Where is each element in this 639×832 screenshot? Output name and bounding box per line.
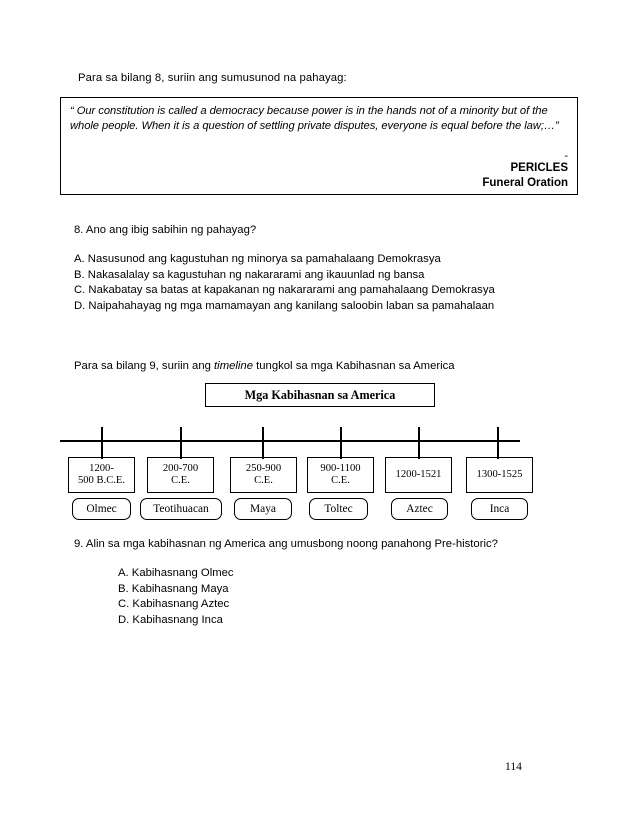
timeline-date-box-2: 200-700 C.E. — [147, 457, 214, 493]
question-9-choices: A. Kabihasnang Olmec B. Kabihasnang Maya… — [118, 566, 234, 628]
item9-intro-text: Para sa bilang 9, suriin ang timeline tu… — [74, 360, 455, 372]
timeline-date-6-line1: 1300-1525 — [476, 468, 523, 480]
timeline-date-box-5: 1200-1521 — [385, 457, 452, 493]
question-8-choice-a[interactable]: A. Nasusunod ang kagustuhan ng minorya s… — [74, 253, 441, 265]
question-8-choice-c[interactable]: C. Nakabatay sa batas at kapakanan ng na… — [74, 284, 495, 296]
timeline-name-box-toltec: Toltec — [309, 498, 368, 520]
timeline-date-box-4: 900-1100 C.E. — [307, 457, 374, 493]
timeline-diagram: Mga Kabihasnan sa America 1200- 500 B.C.… — [0, 380, 639, 530]
timeline-date-2-line2: C.E. — [171, 475, 190, 486]
question-9-choice-a[interactable]: A. Kabihasnang Olmec — [118, 567, 234, 579]
timeline-tick-3 — [262, 427, 264, 459]
attribution-dash: - — [564, 150, 568, 162]
timeline-date-4-line2: C.E. — [331, 475, 350, 486]
question-8-stem: 8. Ano ang ibig sabihin ng pahayag? — [74, 224, 257, 236]
item9-intro-before: Para sa bilang 9, suriin ang — [74, 360, 215, 372]
timeline-date-1-line1: 1200- — [89, 462, 114, 474]
question-9-choice-b[interactable]: B. Kabihasnang Maya — [118, 582, 229, 595]
timeline-axis-line — [60, 440, 520, 442]
item9-intro-after: tungkol sa mga Kabihasnan sa America — [252, 360, 455, 372]
quote-attribution: - PERICLES Funeral Oration — [482, 150, 568, 190]
timeline-date-box-3: 250-900 C.E. — [230, 457, 297, 493]
quote-box: “ Our constitution is called a democracy… — [60, 97, 578, 195]
timeline-name-box-olmec: Olmec — [72, 498, 131, 520]
timeline-tick-6 — [497, 427, 499, 459]
timeline-tick-1 — [101, 427, 103, 459]
timeline-name-box-inca: Inca — [471, 498, 528, 520]
attribution-author: PERICLES — [510, 162, 568, 174]
question-8-choice-b[interactable]: B. Nakasalalay sa kagustuhan ng nakarara… — [74, 268, 425, 281]
timeline-date-2-line1: 200-700 — [162, 462, 199, 474]
timeline-date-3-line2: C.E. — [254, 475, 273, 486]
question-9-choice-d[interactable]: D. Kabihasnang Inca — [118, 613, 223, 626]
timeline-tick-5 — [418, 427, 420, 459]
question-9-choice-c[interactable]: C. Kabihasnang Aztec — [118, 598, 230, 610]
question-8-choices: A. Nasusunod ang kagustuhan ng minorya s… — [74, 252, 564, 314]
timeline-tick-4 — [340, 427, 342, 459]
timeline-date-3-line1: 250-900 — [245, 462, 282, 474]
timeline-name-box-aztec: Aztec — [391, 498, 448, 520]
question-8-choice-d[interactable]: D. Naipahahayag ng mga mamamayan ang kan… — [74, 299, 495, 312]
quote-text: “ Our constitution is called a democracy… — [70, 105, 559, 132]
timeline-name-box-teotihuacan: Teotihuacan — [140, 498, 222, 520]
timeline-date-box-1: 1200- 500 B.C.E. — [68, 457, 135, 493]
item9-intro-italic: timeline — [214, 360, 253, 372]
timeline-date-1-line2: 500 B.C.E. — [77, 475, 126, 486]
timeline-date-4-line1: 900-1100 — [320, 462, 361, 474]
timeline-date-5-line1: 1200-1521 — [395, 468, 442, 480]
attribution-work: Funeral Oration — [482, 176, 568, 189]
page-number: 114 — [505, 761, 522, 773]
timeline-name-box-maya: Maya — [234, 498, 292, 520]
timeline-title-box: Mga Kabihasnan sa America — [205, 383, 435, 407]
timeline-date-box-6: 1300-1525 — [466, 457, 533, 493]
question-9-stem: 9. Alin sa mga kabihasnan ng America ang… — [74, 538, 498, 550]
item8-intro-text: Para sa bilang 8, suriin ang sumusunod n… — [78, 72, 347, 84]
timeline-tick-2 — [180, 427, 182, 459]
